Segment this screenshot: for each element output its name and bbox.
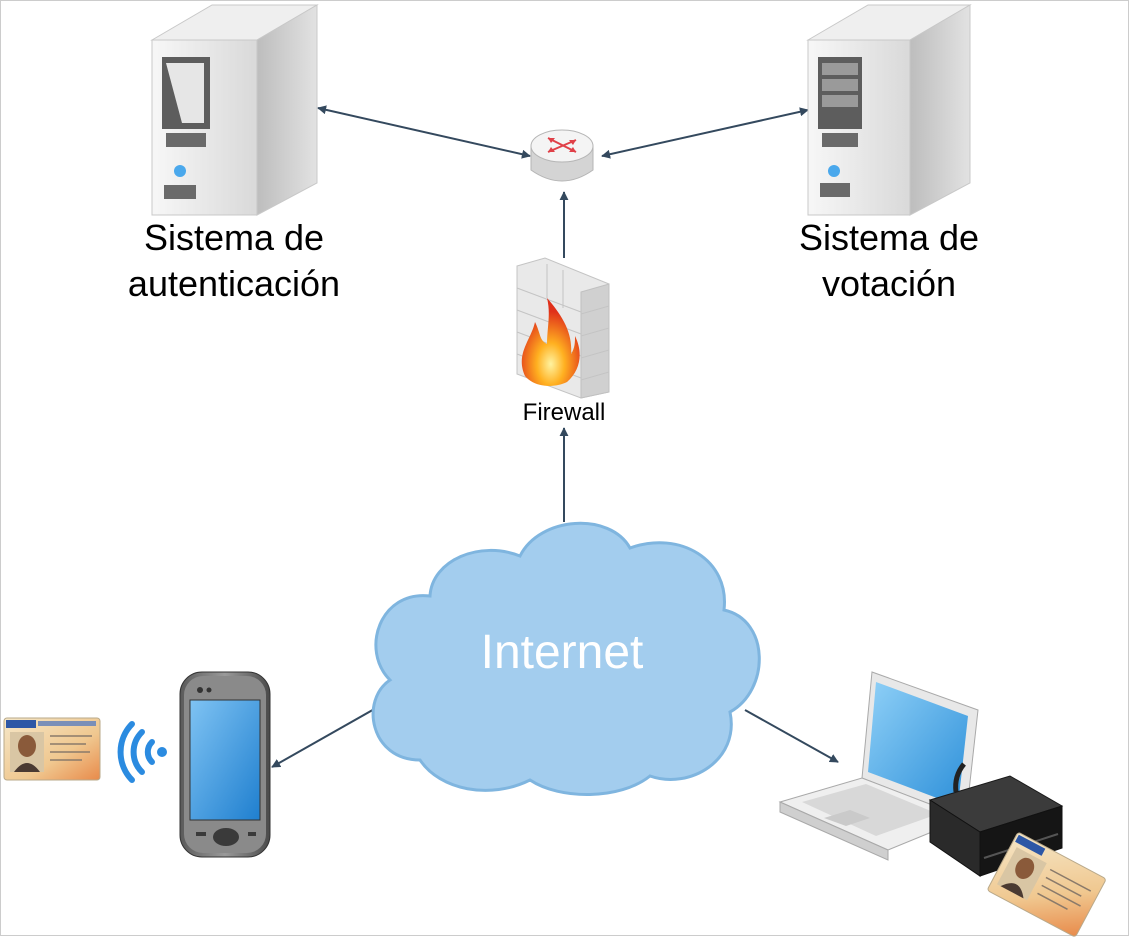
edge-router-auth	[317, 105, 531, 159]
id-card-nfc-icon	[3, 717, 101, 781]
laptop-icon	[778, 671, 979, 861]
firewall-icon	[516, 257, 610, 399]
edge-router-vote	[601, 107, 809, 159]
vote-server-icon	[806, 4, 972, 216]
auth-server-label-line1: Sistema de	[144, 217, 324, 258]
vote-server-label-line1: Sistema de	[799, 217, 979, 258]
auth-server-label-line2: autenticación	[128, 263, 340, 304]
smartphone-icon	[179, 671, 271, 858]
internet-cloud-icon	[371, 521, 761, 796]
auth-server-icon	[150, 4, 319, 216]
vote-server-label-line2: votación	[822, 263, 956, 304]
edge-internet-phone	[271, 702, 386, 768]
firewall-label: Firewall	[523, 399, 606, 426]
internet-label: Internet	[481, 626, 644, 679]
router-icon	[530, 129, 594, 182]
edge-internet-laptop	[744, 709, 839, 763]
nfc-wireless-icon	[117, 721, 167, 783]
id-card-reader-icon	[987, 832, 1106, 937]
edges	[271, 105, 839, 768]
